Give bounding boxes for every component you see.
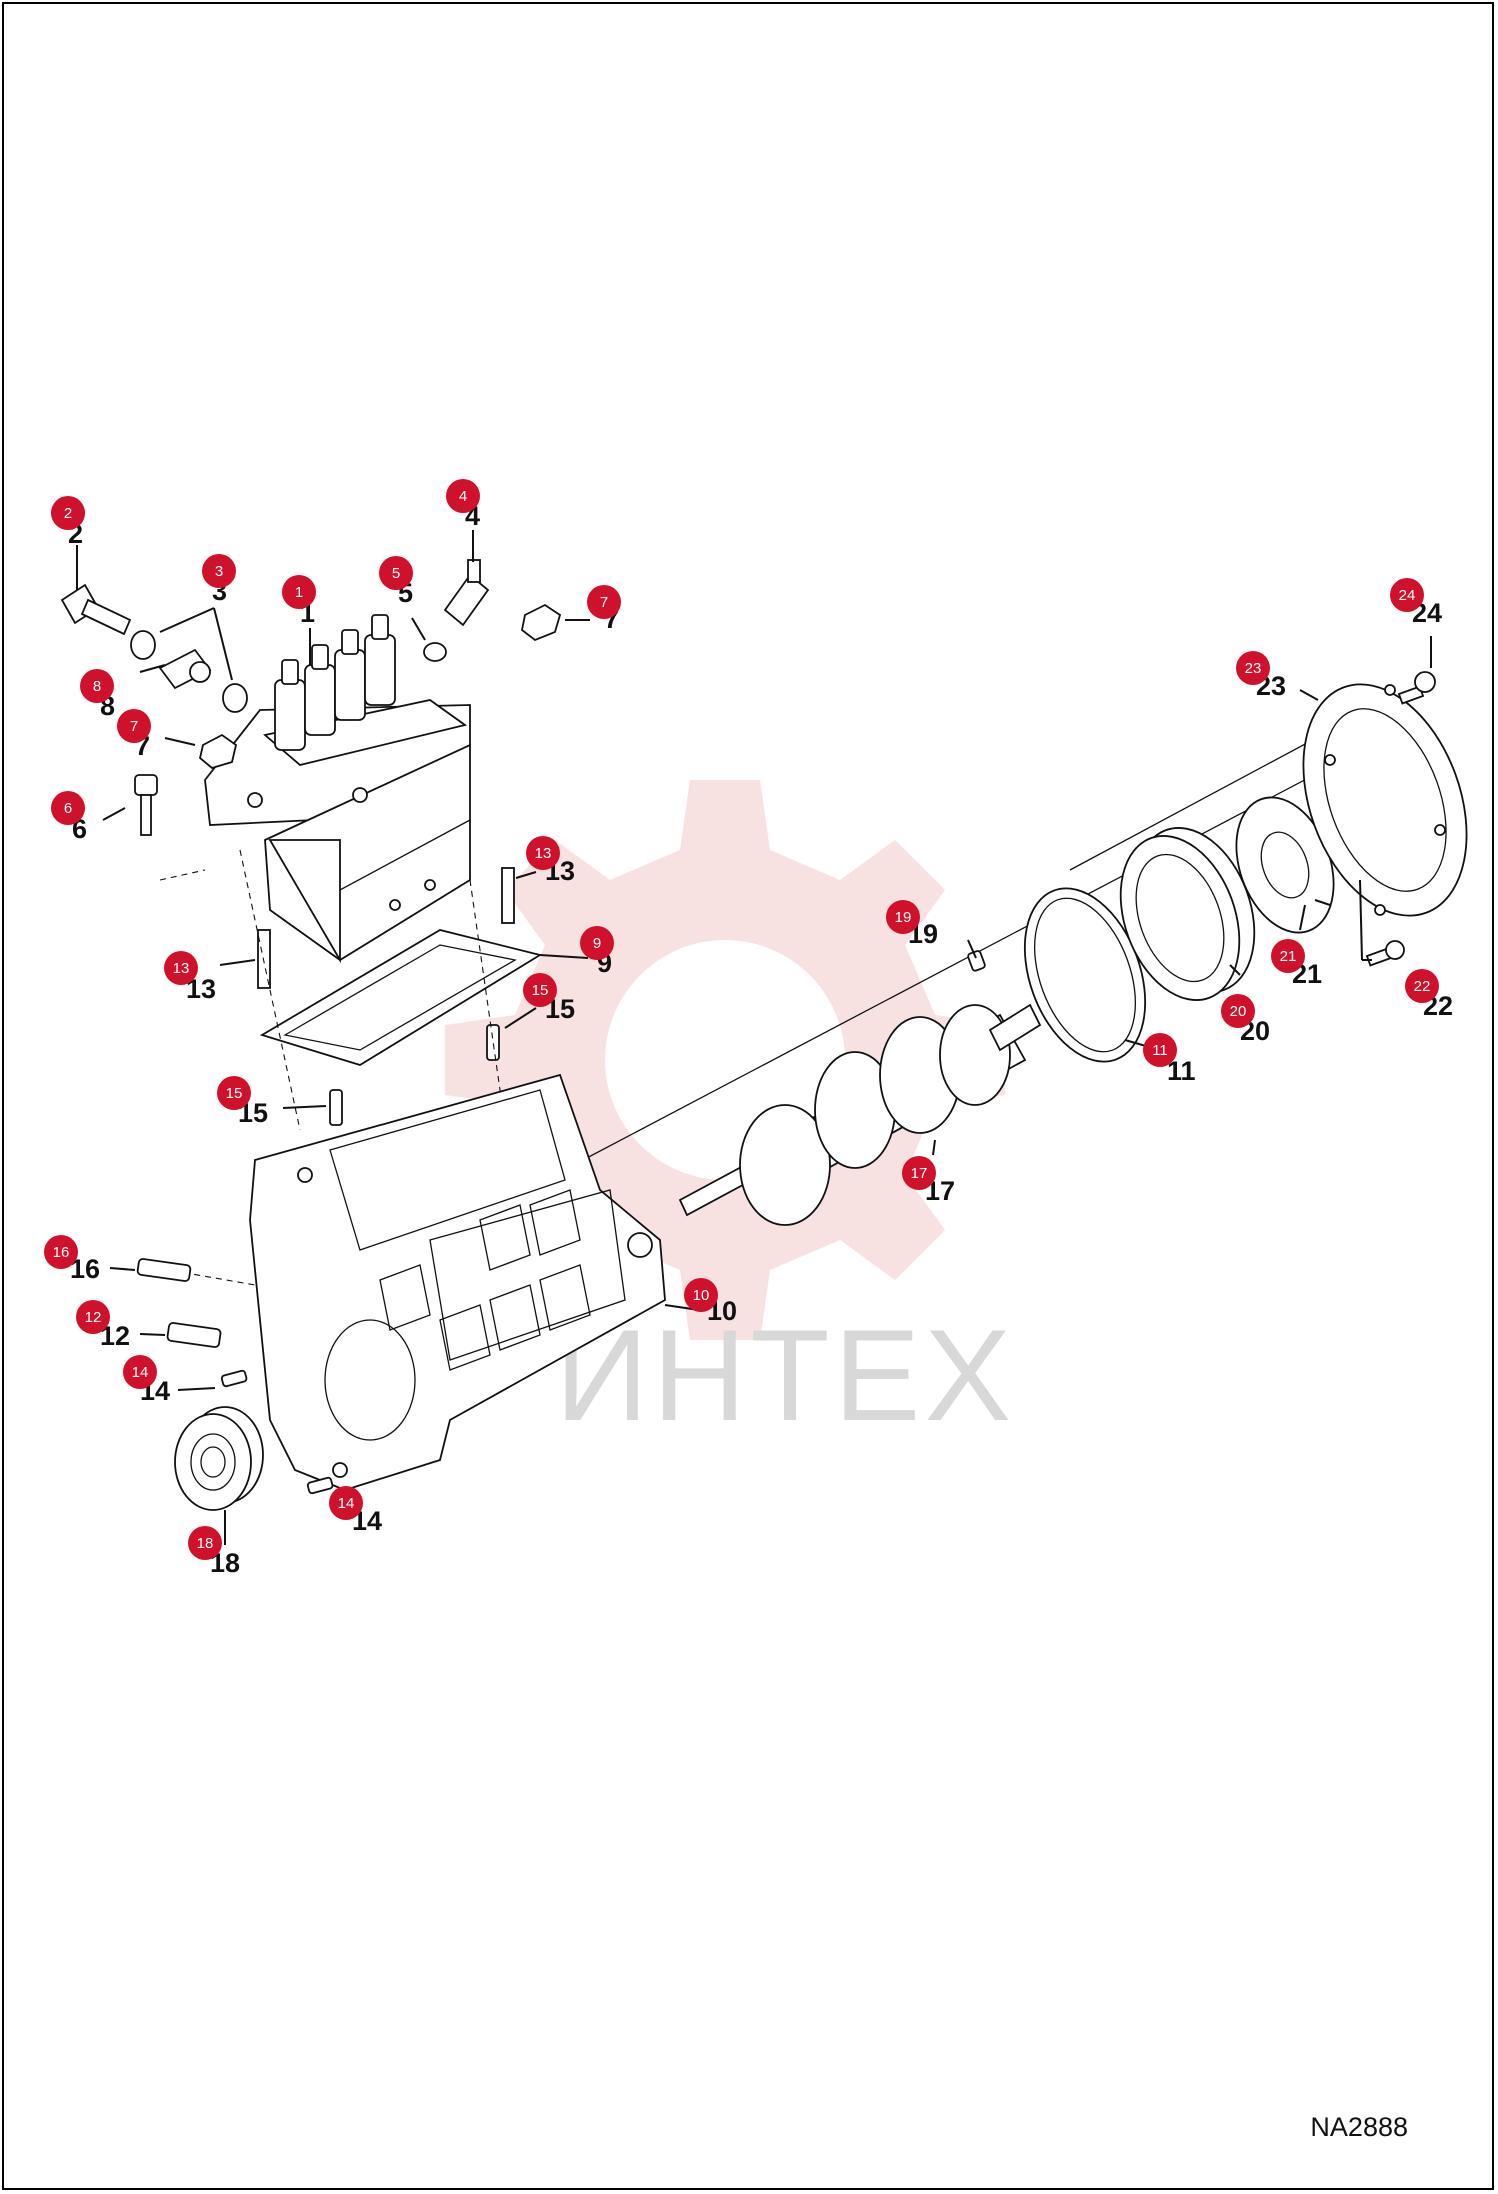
svg-text:13: 13 bbox=[173, 960, 190, 977]
camshaft-bearing bbox=[1119, 827, 1256, 1001]
svg-text:7: 7 bbox=[130, 718, 138, 735]
callout-badge-7b[interactable]: 7 bbox=[117, 709, 151, 743]
svg-text:2: 2 bbox=[64, 505, 72, 522]
svg-text:1: 1 bbox=[295, 584, 303, 601]
callout-badge-14[interactable]: 14 bbox=[123, 1355, 157, 1389]
svg-text:9: 9 bbox=[593, 935, 601, 952]
callout-badge-3[interactable]: 3 bbox=[202, 554, 236, 588]
callout-badge-11[interactable]: 11 bbox=[1143, 1033, 1177, 1067]
svg-text:13: 13 bbox=[535, 845, 552, 862]
dowel-pin-2 bbox=[329, 1089, 343, 1126]
svg-text:19: 19 bbox=[895, 909, 912, 926]
svg-text:24: 24 bbox=[1399, 587, 1416, 604]
sealing-washer bbox=[130, 630, 156, 660]
svg-text:17: 17 bbox=[911, 1165, 928, 1182]
svg-text:10: 10 bbox=[693, 1287, 710, 1304]
alignment-line bbox=[159, 869, 206, 881]
callout-badge-5[interactable]: 5 bbox=[379, 556, 413, 590]
hex-nut-2 bbox=[198, 733, 238, 770]
svg-text:22: 22 bbox=[1414, 978, 1431, 995]
callout-badge-9[interactable]: 9 bbox=[580, 926, 614, 960]
woodruff-key bbox=[967, 950, 986, 972]
callout-badge-14b[interactable]: 14 bbox=[329, 1486, 363, 1520]
ball-bearing bbox=[174, 1406, 264, 1511]
screw bbox=[1365, 940, 1405, 967]
locating-pin bbox=[220, 1369, 248, 1388]
callout-badge-20[interactable]: 20 bbox=[1221, 994, 1255, 1028]
callout-badge-7[interactable]: 7 bbox=[587, 585, 621, 619]
watermark-text: ИНТЕХ bbox=[555, 1302, 1015, 1448]
pump-housing bbox=[249, 1073, 666, 1491]
cover-plate bbox=[1302, 683, 1468, 917]
sealing-washer-2 bbox=[222, 683, 248, 713]
svg-text:16: 16 bbox=[53, 1244, 70, 1261]
svg-text:14: 14 bbox=[338, 1495, 355, 1512]
delivery-valve bbox=[443, 559, 490, 627]
svg-text:14: 14 bbox=[132, 1364, 149, 1381]
svg-text:7: 7 bbox=[600, 594, 608, 611]
svg-text:18: 18 bbox=[197, 1535, 214, 1552]
svg-text:5: 5 bbox=[392, 565, 400, 582]
svg-text:15: 15 bbox=[226, 1085, 243, 1102]
assembly-axis-line-2 bbox=[1069, 719, 1351, 871]
callout-badge-21[interactable]: 21 bbox=[1271, 939, 1305, 973]
svg-text:20: 20 bbox=[1230, 1003, 1247, 1020]
flange-bolt bbox=[134, 774, 158, 836]
svg-text:4: 4 bbox=[459, 488, 467, 505]
housing-stud-2 bbox=[166, 1322, 222, 1348]
callout-badge-16[interactable]: 16 bbox=[44, 1235, 78, 1269]
hex-nut bbox=[521, 603, 562, 642]
callout-badge-24[interactable]: 24 bbox=[1390, 578, 1424, 612]
alignment-line-2 bbox=[239, 849, 301, 1131]
svg-text:3: 3 bbox=[215, 563, 223, 580]
svg-text:8: 8 bbox=[93, 678, 101, 695]
svg-text:11: 11 bbox=[1152, 1042, 1168, 1059]
svg-text:15: 15 bbox=[532, 982, 549, 999]
locating-pin-2 bbox=[306, 1476, 334, 1495]
camshaft bbox=[678, 1003, 1042, 1226]
callout-badge-12[interactable]: 12 bbox=[76, 1300, 110, 1334]
svg-text:21: 21 bbox=[1280, 948, 1297, 965]
drawing-code: NA2888 bbox=[1310, 2112, 1408, 2142]
callout-badge-23[interactable]: 23 bbox=[1236, 651, 1270, 685]
callout-badge-13b[interactable]: 13 bbox=[164, 951, 198, 985]
screw-2 bbox=[1397, 671, 1436, 705]
svg-text:6: 6 bbox=[64, 800, 72, 817]
alignment-line-4 bbox=[139, 1264, 256, 1286]
dowel-pin bbox=[486, 1024, 500, 1061]
callout-badge-4[interactable]: 4 bbox=[446, 479, 480, 513]
banjo-fitting bbox=[158, 648, 212, 690]
svg-text:12: 12 bbox=[85, 1309, 102, 1326]
callout-badge-19[interactable]: 19 bbox=[886, 900, 920, 934]
leader-lines bbox=[76, 530, 1432, 1545]
callout-badge-15b[interactable]: 15 bbox=[217, 1076, 251, 1110]
callout-badge-6[interactable]: 6 bbox=[51, 791, 85, 825]
callout-badge-13[interactable]: 13 bbox=[526, 836, 560, 870]
housing-stud bbox=[136, 1258, 192, 1282]
callout-badge-8[interactable]: 8 bbox=[80, 669, 114, 703]
callout-badges: 2 3 1 4 5 7 8 7 6 13 13 9 15 15 10 16 12… bbox=[44, 479, 1439, 1560]
callout-badge-17[interactable]: 17 bbox=[902, 1156, 936, 1190]
injection-pump bbox=[204, 614, 471, 964]
callout-badge-10[interactable]: 10 bbox=[684, 1278, 718, 1312]
callout-badge-22[interactable]: 22 bbox=[1405, 969, 1439, 1003]
stud-2 bbox=[501, 867, 515, 924]
valve-washer bbox=[423, 642, 447, 662]
callout-badge-2[interactable]: 2 bbox=[51, 496, 85, 530]
callout-badge-1[interactable]: 1 bbox=[282, 575, 316, 609]
svg-text:23: 23 bbox=[1245, 660, 1262, 677]
callout-badge-15[interactable]: 15 bbox=[523, 973, 557, 1007]
callout-badge-18[interactable]: 18 bbox=[188, 1526, 222, 1560]
banjo-bolt bbox=[60, 583, 132, 636]
